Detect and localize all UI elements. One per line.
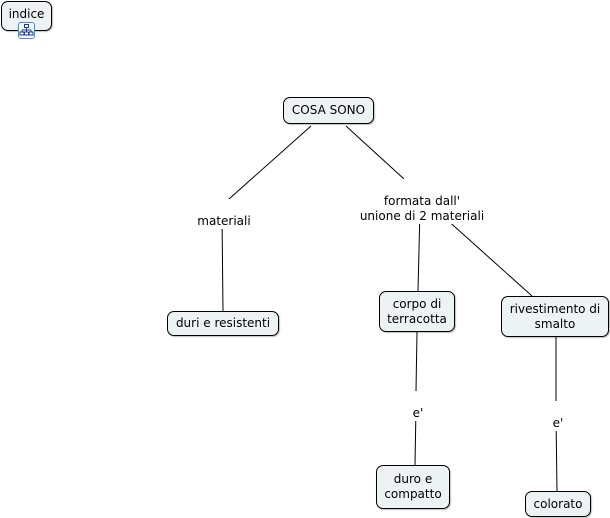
concept-map-link-icon[interactable]: [18, 22, 35, 39]
link-corpo-e1: [415, 331, 418, 392]
linking-phrase-materiali[interactable]: materiali: [190, 199, 258, 229]
concept-duro-e-compatto[interactable]: duro e compatto: [376, 465, 450, 509]
concept-cosa-sono[interactable]: COSA SONO: [283, 97, 374, 124]
concept-rivestimento-di-smalto[interactable]: rivestimento di smalto: [501, 296, 609, 337]
link-materiali-duri: [221, 214, 224, 312]
linking-phrase-formata[interactable]: formata dall' unione di 2 materiali: [352, 179, 492, 224]
link-cosa-sono-formata: [345, 125, 405, 180]
concept-duri-e-resistenti[interactable]: duri e resistenti: [167, 311, 279, 336]
concept-label: duri e resistenti: [175, 316, 271, 330]
concept-label: corpo di terracotta: [387, 296, 447, 326]
concept-label: rivestimento di smalto: [509, 301, 601, 331]
concept-label: colorato: [533, 496, 583, 511]
linking-phrase-e-1[interactable]: e': [405, 391, 431, 421]
concept-colorato[interactable]: colorato: [525, 491, 591, 517]
hierarchy-icon: [19, 24, 34, 36]
concept-label: COSA SONO: [291, 103, 366, 117]
linking-phrase-e-2[interactable]: e': [545, 401, 571, 431]
concept-corpo-di-terracotta[interactable]: corpo di terracotta: [379, 291, 455, 332]
link-cosa-sono-materiali: [228, 125, 312, 200]
index-node-label: indice: [8, 7, 45, 21]
concept-label: duro e compatto: [384, 472, 442, 501]
